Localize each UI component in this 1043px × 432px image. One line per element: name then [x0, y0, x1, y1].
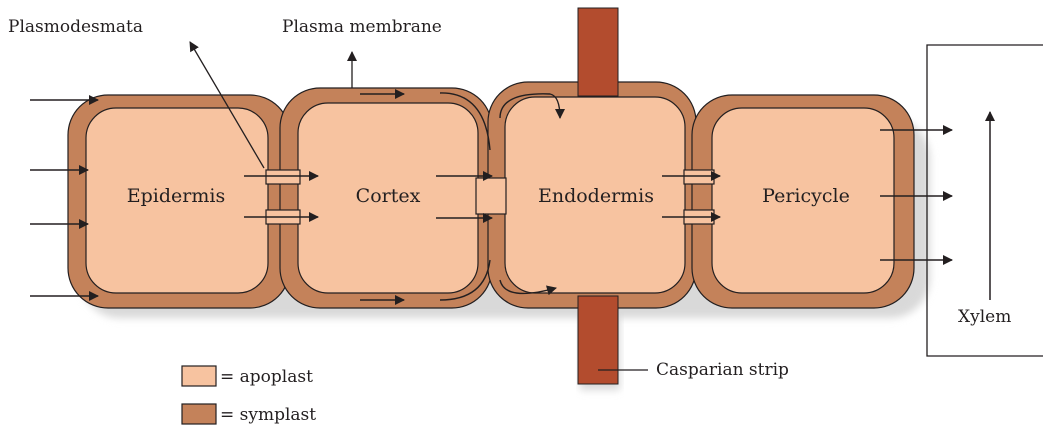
- legend-swatch-apoplast: [182, 366, 216, 386]
- plasma-membrane-label: Plasma membrane: [282, 17, 442, 37]
- legend-symplast-text: = symplast: [220, 405, 316, 425]
- casparian-strip-top: [578, 8, 618, 96]
- xylem-label: Xylem: [958, 307, 1011, 327]
- cell-label-cortex: Cortex: [356, 185, 421, 207]
- legend: = apoplast = symplast: [182, 366, 316, 425]
- legend-swatch-symplast: [182, 404, 216, 424]
- cell-label-pericycle: Pericycle: [762, 185, 850, 207]
- plasmodesmata-label: Plasmodesmata: [8, 17, 143, 37]
- cell-label-endodermis: Endodermis: [538, 185, 654, 207]
- cell-label-epidermis: Epidermis: [127, 185, 225, 207]
- legend-apoplast-text: = apoplast: [220, 367, 313, 387]
- casparian-strip-bottom: [578, 296, 618, 384]
- casparian-strip-label: Casparian strip: [656, 360, 789, 380]
